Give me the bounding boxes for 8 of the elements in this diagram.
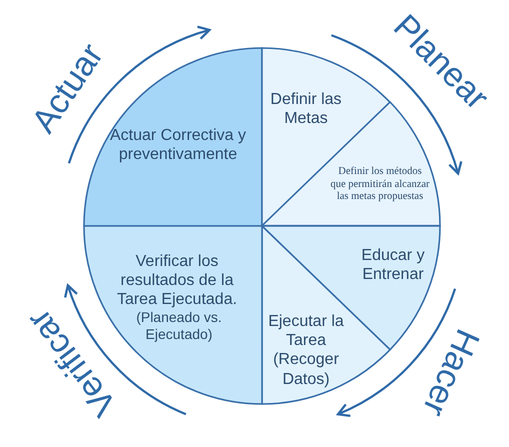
segment-text: Definir los métodos que permitirán alcanzar las metas propuestas	[330, 166, 430, 204]
segment-text: Verificar los resultados de la Tarea Ejecutada.	[116, 252, 238, 310]
segment-text: Definir las Metas	[269, 90, 343, 128]
phase-label: Hacer	[414, 322, 486, 422]
segment-text: Actuar Correctiva y preventivamente	[108, 126, 248, 164]
segment-text: Ejecutar la Tarea (Recoger Datos)	[267, 312, 345, 389]
segment-text: Educar y Entrenar	[360, 246, 426, 284]
segment-text: (Planeado vs. Ejecutado)	[135, 309, 223, 343]
